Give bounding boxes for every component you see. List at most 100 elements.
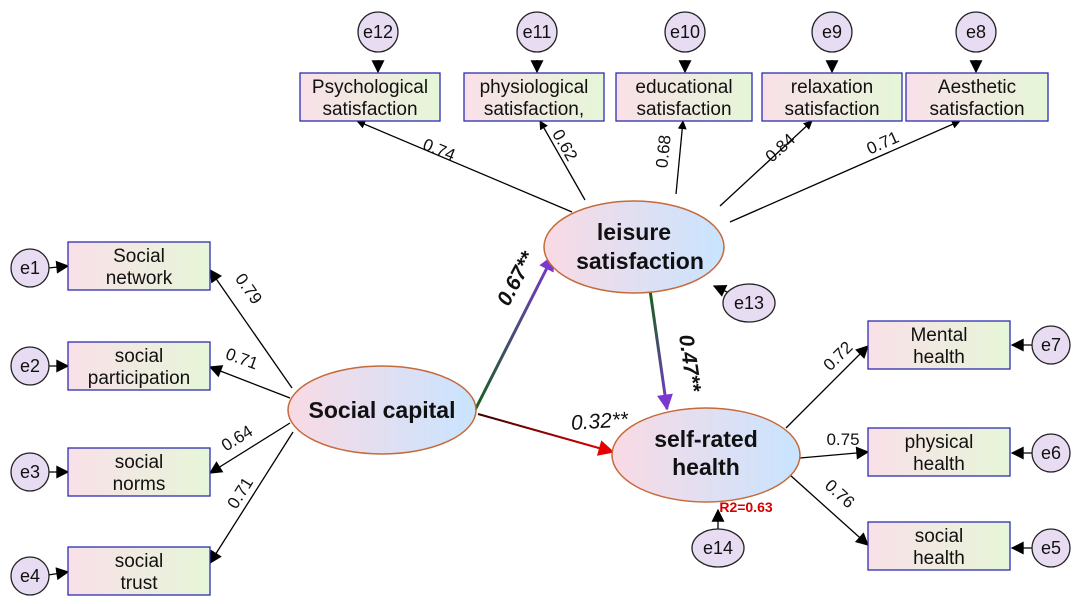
box-label-line1: Social xyxy=(113,246,165,267)
box-mental: Mental health xyxy=(867,320,1011,370)
left-indicators: Social network social participation soci… xyxy=(67,241,211,596)
box-participation: social participation xyxy=(67,341,211,391)
error-label: e1 xyxy=(20,258,40,278)
loading-participation: 0.71 xyxy=(223,344,261,373)
right-indicators: Mental health physical health social hea… xyxy=(867,320,1011,571)
arrow-leisure-relaxation xyxy=(719,120,813,207)
error-e4: e4 xyxy=(10,556,50,596)
box-trust: social trust xyxy=(67,546,211,596)
error-e13: e13 xyxy=(722,283,776,323)
error-label: e6 xyxy=(1041,443,1061,463)
error-e6: e6 xyxy=(1031,433,1071,473)
box-label-line2: norms xyxy=(113,474,166,495)
arrow-leisure-physiological xyxy=(539,120,586,201)
error-e10: e10 xyxy=(664,11,706,53)
latent-social-capital: Social capital xyxy=(287,365,477,455)
arrow-leisure-educational xyxy=(675,120,687,195)
arrow-health-social xyxy=(789,474,869,546)
error-label: e14 xyxy=(703,538,733,558)
error-e14: e14 xyxy=(691,528,745,568)
error-label: e9 xyxy=(822,22,842,42)
latent-leisure: leisure satisfaction xyxy=(543,200,725,294)
error-e2: e2 xyxy=(10,346,50,386)
loading-psychological: 0.74 xyxy=(420,135,458,165)
arrow-e4 xyxy=(47,567,70,581)
leisure-label-line2: satisfaction xyxy=(576,248,704,274)
error-label: e10 xyxy=(670,22,700,42)
error-e8: e8 xyxy=(955,11,997,53)
box-psychological: Psychological satisfaction xyxy=(299,72,441,122)
box-label-line1: social xyxy=(115,346,164,367)
error-terms: e12 e11 e10 e9 e8 e1 e2 e3 xyxy=(10,11,1071,596)
box-educational: educational satisfaction xyxy=(615,72,753,122)
path-label-social-leisure: 0.67** xyxy=(493,248,541,310)
box-label-line1: educational xyxy=(635,77,732,98)
box-label-line1: social xyxy=(915,526,964,547)
leisure-label-line1: leisure xyxy=(597,219,671,245)
loading-network: 0.79 xyxy=(231,270,266,308)
path-social-health xyxy=(477,413,615,456)
path-label-social-health: 0.32** xyxy=(570,408,630,435)
health-label-line2: health xyxy=(672,454,740,480)
health-label-line1: self-rated xyxy=(654,426,758,452)
error-e5: e5 xyxy=(1031,528,1071,568)
error-e3: e3 xyxy=(10,452,50,492)
social-capital-label: Social capital xyxy=(308,397,455,423)
box-physiological: physiological satisfaction, xyxy=(463,72,605,122)
arrow-social-norms xyxy=(208,422,291,474)
loading-arrows xyxy=(208,120,961,565)
loading-social-health: 0.76 xyxy=(821,476,858,512)
loading-mental: 0.72 xyxy=(820,338,857,375)
box-label-line2: satisfaction xyxy=(929,99,1024,120)
error-e9: e9 xyxy=(811,11,853,53)
error-label: e3 xyxy=(20,462,40,482)
box-label-line2: network xyxy=(106,268,173,289)
box-label-line1: physical xyxy=(905,432,974,453)
loading-trust: 0.71 xyxy=(224,474,258,512)
arrow-social-participation xyxy=(208,365,291,399)
error-label: e8 xyxy=(966,22,986,42)
error-e1: e1 xyxy=(10,248,50,288)
box-label-line1: social xyxy=(115,452,164,473)
box-social-health: social health xyxy=(867,521,1011,571)
error-label: e7 xyxy=(1041,335,1061,355)
box-network: Social network xyxy=(67,241,211,291)
loading-aesthetic: 0.71 xyxy=(864,128,902,159)
error-label: e4 xyxy=(20,566,40,586)
box-label-line2: satisfaction xyxy=(322,99,417,120)
arrow-health-mental xyxy=(785,345,869,429)
box-aesthetic: Aesthetic satisfaction xyxy=(905,72,1049,122)
arrow-leisure-psychological xyxy=(356,120,573,213)
arrow-e1 xyxy=(47,260,70,274)
r2-label: R2=0.63 xyxy=(719,499,773,515)
error-e11: e11 xyxy=(516,11,558,53)
error-label: e11 xyxy=(523,22,552,42)
box-label-line1: Psychological xyxy=(312,77,428,98)
loading-norms: 0.64 xyxy=(218,422,256,456)
box-label-line2: satisfaction, xyxy=(484,99,584,120)
box-label-line2: health xyxy=(913,454,965,475)
box-label-line1: physiological xyxy=(480,77,589,98)
box-label-line1: Mental xyxy=(910,325,967,346)
structural-paths xyxy=(468,254,673,456)
box-norms: social norms xyxy=(67,447,211,497)
top-indicators: Psychological satisfaction physiological… xyxy=(299,72,1049,122)
box-relaxation: relaxation satisfaction xyxy=(761,72,903,122)
box-label-line2: satisfaction xyxy=(784,99,879,120)
path-label-leisure-health: 0.47** xyxy=(674,333,705,394)
loading-physical: 0.75 xyxy=(826,430,859,449)
error-arrows xyxy=(47,60,1032,581)
path-leisure-health xyxy=(648,289,673,411)
box-physical: physical health xyxy=(867,427,1011,477)
error-e7: e7 xyxy=(1031,325,1071,365)
box-label-line1: Aesthetic xyxy=(938,77,1016,98)
error-label: e5 xyxy=(1041,538,1061,558)
box-label-line2: participation xyxy=(88,368,190,389)
arrow-leisure-aesthetic xyxy=(729,120,961,223)
latent-health: self-rated health xyxy=(611,407,801,503)
error-label: e12 xyxy=(363,22,393,42)
arrow-health-physical xyxy=(799,446,870,460)
box-label-line1: relaxation xyxy=(791,77,873,98)
box-label-line2: health xyxy=(913,347,965,368)
